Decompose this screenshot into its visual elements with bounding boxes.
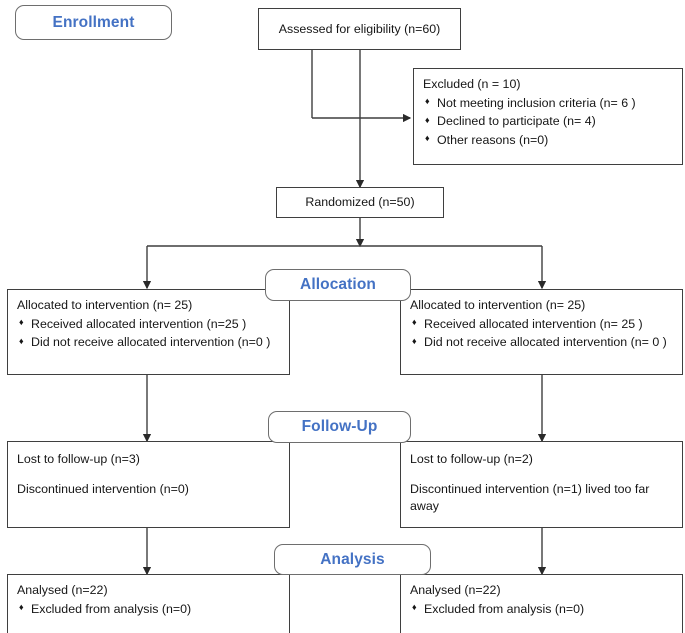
node-followup-left: Lost to follow-up (n=3) Discontinued int… — [7, 441, 290, 528]
list-item-text: Did not receive allocated intervention (… — [424, 335, 667, 350]
list-item-text: Received allocated intervention (n=25 ) — [31, 316, 247, 331]
stage-label-analysis: Analysis — [274, 544, 431, 575]
list-item: ♦ Received allocated intervention (n=25 ) — [17, 316, 280, 333]
bullet-diamond-icon: ♦ — [425, 114, 430, 125]
node-allocation-left-heading: Allocated to intervention (n= 25) — [17, 298, 193, 312]
node-analysis-left: Analysed (n=22) ♦ Excluded from analysis … — [7, 574, 290, 633]
list-item: ♦ Excluded from analysis (n=0) — [410, 601, 673, 618]
list-item: ♦ Not meeting inclusion criteria (n= 6 ) — [423, 95, 673, 112]
bullet-diamond-icon: ♦ — [425, 133, 430, 144]
node-followup-left-line2: Discontinued intervention (n=0) — [17, 481, 189, 496]
node-excluded-list: ♦Not meeting inclusion criteria (n= 6 ) … — [423, 95, 673, 149]
node-assessed-for-eligibility: Assessed for eligibility (n=60) — [258, 8, 461, 50]
list-item-text: Declined to participate (n= 4) — [437, 114, 596, 129]
node-allocation-right-list: ♦ Received allocated intervention (n= 25 … — [410, 316, 673, 351]
list-item-text: Not meeting inclusion criteria (n= 6 ) — [437, 95, 636, 110]
node-allocation-right-heading: Allocated to intervention (n= 25) — [410, 298, 586, 312]
node-randomized: Randomized (n=50) — [276, 187, 444, 218]
stage-label-followup: Follow-Up — [268, 411, 411, 443]
list-item-text: Excluded from analysis (n=0) — [31, 601, 192, 616]
list-item-text: Other reasons (n=0) — [437, 132, 549, 147]
bullet-diamond-icon: ♦ — [412, 335, 417, 346]
node-allocation-right: Allocated to intervention (n= 25) ♦ Recei… — [400, 289, 683, 375]
list-item: ♦ Declined to participate (n= 4) — [423, 113, 673, 130]
node-allocation-left-list: ♦ Received allocated intervention (n=25 )… — [17, 316, 280, 351]
node-analysis-right-heading: Analysed (n=22) — [410, 583, 501, 597]
node-followup-right: Lost to follow-up (n=2) Discontinued int… — [400, 441, 683, 528]
bullet-diamond-icon: ♦ — [412, 602, 417, 613]
stage-label-allocation-text: Allocation — [300, 276, 376, 293]
bullet-diamond-icon: ♦ — [19, 317, 24, 328]
stage-label-analysis-text: Analysis — [320, 550, 385, 568]
node-assessed-text: Assessed for eligibility (n=60) — [278, 21, 441, 36]
list-item-text: Excluded from analysis (n=0) — [424, 601, 585, 616]
bullet-diamond-icon: ♦ — [19, 602, 24, 613]
list-item-text: Did not receive allocated intervention (… — [31, 335, 271, 350]
node-analysis-right-list: ♦ Excluded from analysis (n=0) — [410, 601, 673, 618]
stage-label-enrollment: Enrollment — [15, 5, 172, 40]
list-item: ♦ Did not receive allocated intervention … — [410, 334, 673, 351]
node-followup-right-line1: Lost to follow-up (n=2) — [410, 452, 533, 466]
node-followup-left-line1: Lost to follow-up (n=3) — [17, 452, 140, 466]
list-item-text: Received allocated intervention (n= 25 ) — [424, 316, 643, 331]
node-analysis-right: Analysed (n=22) ♦ Excluded from analysis … — [400, 574, 683, 633]
list-item: ♦ Excluded from analysis (n=0) — [17, 601, 280, 618]
node-excluded-heading: Excluded (n = 10) — [423, 77, 521, 91]
node-followup-right-line2: Discontinued intervention (n=1) lived to… — [410, 481, 650, 513]
node-analysis-left-heading: Analysed (n=22) — [17, 583, 108, 597]
node-allocation-left: Allocated to intervention (n= 25) ♦ Recei… — [7, 289, 290, 375]
list-item: ♦ Received allocated intervention (n= 25 … — [410, 316, 673, 333]
node-excluded: Excluded (n = 10) ♦ Not meeting inclusion… — [413, 68, 683, 165]
bullet-diamond-icon: ♦ — [425, 96, 430, 107]
list-item: ♦ Did not receive allocated intervention … — [17, 334, 280, 351]
list-item: ♦ Other reasons (n=0) — [423, 132, 673, 149]
stage-label-followup-text: Follow-Up — [301, 418, 378, 435]
stage-label-enrollment-text: Enrollment — [52, 13, 135, 31]
bullet-diamond-icon: ♦ — [412, 317, 417, 328]
node-randomized-text: Randomized (n=50) — [305, 195, 415, 210]
bullet-diamond-icon: ♦ — [19, 335, 24, 346]
stage-label-allocation: Allocation — [265, 269, 411, 301]
node-analysis-left-list: ♦ Excluded from analysis (n=0) — [17, 601, 280, 618]
